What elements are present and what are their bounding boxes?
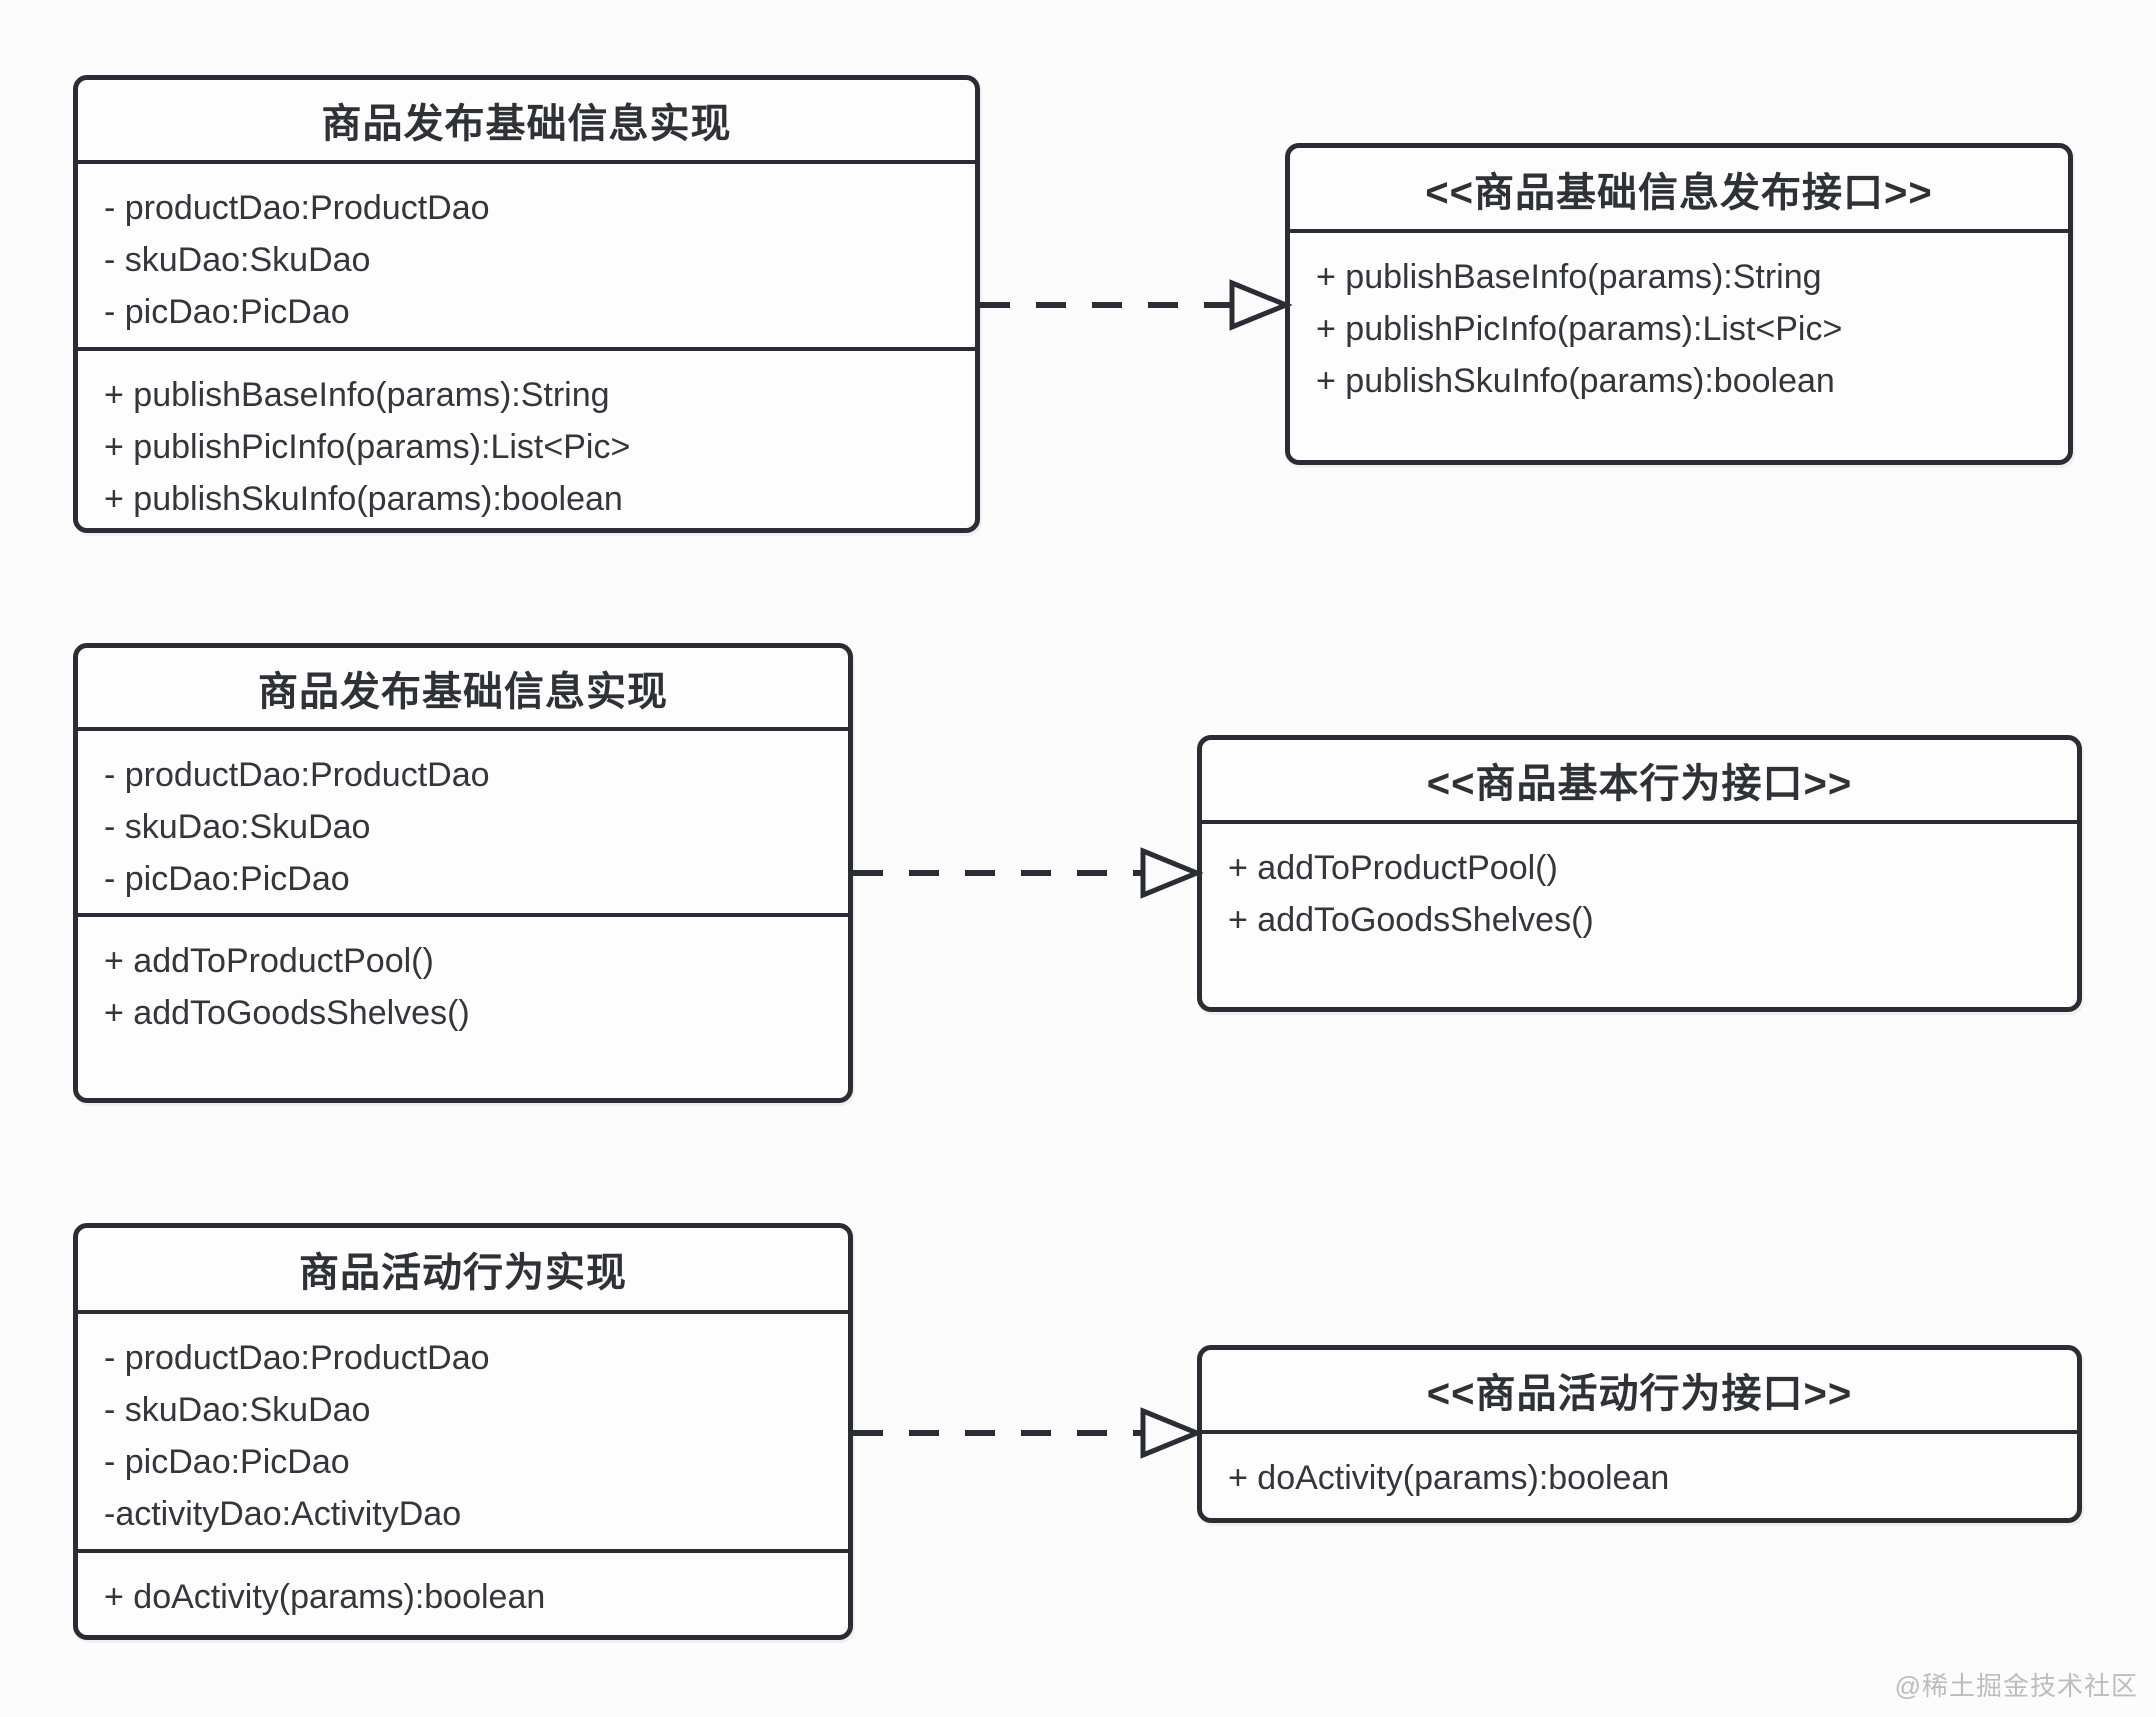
attribute-line: - picDao:PicDao [104,293,350,331]
interface-title: <<商品活动行为接口>> [1202,1350,2077,1434]
realization-arrow-activity [853,1407,1204,1459]
methods-section: + publishBaseInfo(params):String + publi… [78,351,975,528]
method-line: + publishBaseInfo(params):String [104,376,610,414]
class-title: 商品活动行为实现 [78,1228,848,1314]
method-line: + doActivity(params):boolean [104,1578,546,1616]
class-box-activity-impl: 商品活动行为实现 - productDao:ProductDao - skuDa… [73,1223,853,1640]
attribute-line: - productDao:ProductDao [104,1339,490,1377]
method-line: + addToGoodsShelves() [104,994,470,1032]
interface-title: <<商品基本行为接口>> [1202,740,2077,824]
watermark: @稀土掘金技术社区 [1894,1671,2138,1701]
method-line: + publishSkuInfo(params):boolean [1316,362,1835,400]
attributes-section: - productDao:ProductDao - skuDao:SkuDao … [78,1314,848,1553]
attribute-line: - skuDao:SkuDao [104,241,371,279]
attribute-line: -activityDao:ActivityDao [104,1495,462,1533]
methods-section: + addToProductPool() + addToGoodsShelves… [78,917,848,1098]
method-line: + publishPicInfo(params):List<Pic> [104,428,631,466]
class-title: 商品发布基础信息实现 [78,80,975,164]
method-line: + addToProductPool() [1228,849,1558,887]
interface-box-behavior: <<商品基本行为接口>> + addToProductPool() + addT… [1197,735,2082,1012]
attribute-line: - picDao:PicDao [104,1443,350,1481]
attribute-line: - productDao:ProductDao [104,756,490,794]
method-line: + doActivity(params):boolean [1228,1459,1670,1497]
realization-arrow-publish [980,279,1293,331]
hollow-triangle-arrowhead-icon [1229,279,1293,331]
attribute-line: - picDao:PicDao [104,860,350,898]
attribute-line: - skuDao:SkuDao [104,1391,371,1429]
class-box-behavior-impl: 商品发布基础信息实现 - productDao:ProductDao - sku… [73,643,853,1103]
interface-box-activity: <<商品活动行为接口>> + doActivity(params):boolea… [1197,1345,2082,1523]
methods-section: + doActivity(params):boolean [1202,1434,2077,1518]
methods-section: + publishBaseInfo(params):String + publi… [1290,233,2068,460]
hollow-triangle-arrowhead-icon [1140,1407,1204,1459]
class-title: 商品发布基础信息实现 [78,648,848,731]
hollow-triangle-arrowhead-icon [1140,847,1204,899]
method-line: + publishBaseInfo(params):String [1316,258,1822,296]
methods-section: + doActivity(params):boolean [78,1553,848,1635]
methods-section: + addToProductPool() + addToGoodsShelves… [1202,824,2077,1007]
interface-title: <<商品基础信息发布接口>> [1290,148,2068,233]
attributes-section: - productDao:ProductDao - skuDao:SkuDao … [78,731,848,917]
method-line: + publishSkuInfo(params):boolean [104,480,623,518]
attribute-line: - productDao:ProductDao [104,189,490,227]
realization-arrow-behavior [853,847,1204,899]
method-line: + addToProductPool() [104,942,434,980]
attribute-line: - skuDao:SkuDao [104,808,371,846]
method-line: + addToGoodsShelves() [1228,901,1594,939]
method-line: + publishPicInfo(params):List<Pic> [1316,310,1843,348]
attributes-section: - productDao:ProductDao - skuDao:SkuDao … [78,164,975,351]
interface-box-publish: <<商品基础信息发布接口>> + publishBaseInfo(params)… [1285,143,2073,465]
class-box-publish-impl: 商品发布基础信息实现 - productDao:ProductDao - sku… [73,75,980,533]
